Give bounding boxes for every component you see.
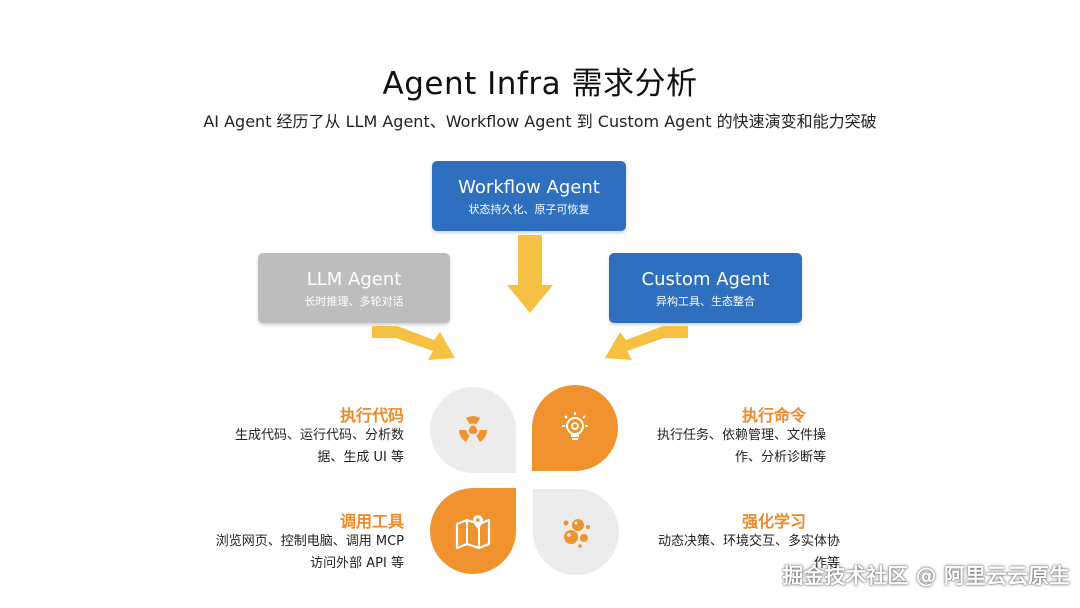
exec-command-title: 执行命令 (741, 406, 806, 425)
tools-petal (430, 488, 516, 574)
workflow-agent-name: Workflow Agent (458, 177, 600, 198)
arrow-diagonal-right-icon (372, 326, 455, 360)
map-pin-icon (455, 515, 491, 550)
molecules-icon (563, 519, 590, 548)
exec-code-desc-line2: 据、生成 UI 等 (317, 450, 404, 465)
page-subtitle: AI Agent 经历了从 LLM Agent、Workflow Agent 到… (203, 112, 877, 131)
custom-agent-box: Custom Agent 异构工具、生态整合 (609, 253, 802, 323)
radiation-icon (459, 416, 487, 442)
workflow-agent-box: Workflow Agent 状态持久化、原子可恢复 (432, 161, 626, 231)
exec-command-desc: 执行任务、依赖管理、文件操 作、分析诊断等 (620, 425, 826, 469)
custom-agent-name: Custom Agent (641, 269, 770, 290)
watermark: 掘金技术社区 @ 阿里云云原生 (782, 564, 1070, 588)
tools-desc-line1: 浏览网页、控制电脑、调用 MCP (215, 534, 404, 549)
rl-desc-line1: 动态决策、环境交互、多实体协 (657, 534, 840, 549)
lightbulb-gear-icon (562, 412, 588, 440)
exec-code-title: 执行代码 (339, 406, 404, 425)
custom-agent-desc: 异构工具、生态整合 (656, 295, 755, 308)
page-title: Agent Infra 需求分析 (382, 66, 698, 102)
tools-title: 调用工具 (339, 512, 404, 531)
exec-command-desc-line2: 作、分析诊断等 (734, 450, 826, 465)
rl-desc-line2: 作等 (813, 556, 840, 571)
rl-petal (533, 489, 619, 575)
tools-desc: 浏览网页、控制电脑、调用 MCP 访问外部 API 等 (180, 531, 404, 575)
rl-title: 强化学习 (741, 512, 806, 531)
exec-command-petal (532, 385, 618, 471)
workflow-agent-desc: 状态持久化、原子可恢复 (468, 203, 590, 216)
exec-code-petal (430, 387, 516, 473)
llm-agent-box: LLM Agent 长时推理、多轮对话 (258, 253, 450, 323)
llm-agent-name: LLM Agent (306, 269, 402, 290)
tools-desc-line2: 访问外部 API 等 (310, 556, 404, 571)
exec-code-desc: 生成代码、运行代码、分析数 据、生成 UI 等 (200, 425, 404, 469)
rl-desc: 动态决策、环境交互、多实体协 作等 (620, 531, 840, 575)
exec-code-desc-line1: 生成代码、运行代码、分析数 (234, 428, 404, 443)
arrow-diagonal-left-icon (605, 326, 688, 360)
llm-agent-desc: 长时推理、多轮对话 (304, 295, 404, 308)
arrow-down-icon (507, 235, 553, 313)
exec-command-desc-line1: 执行任务、依赖管理、文件操 (656, 428, 826, 443)
